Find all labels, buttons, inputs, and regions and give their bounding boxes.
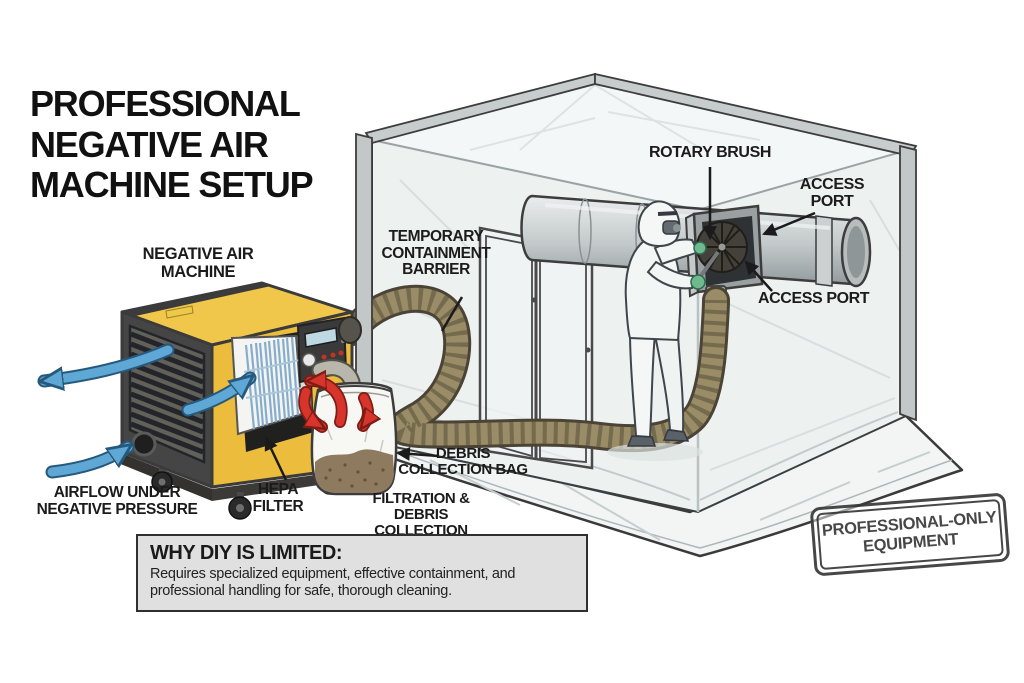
worker-shoe	[662, 429, 690, 442]
worker-shadow	[607, 443, 703, 461]
debris-flow-arrows-red	[298, 381, 368, 433]
label-rotary-brush: ROTARY BRUSH	[648, 144, 772, 161]
label-access-port-top: ACCESS PORT	[799, 176, 865, 211]
access-port-top-pointer	[762, 211, 816, 236]
flex-hose	[338, 284, 730, 453]
worker-glove	[693, 241, 707, 255]
hose-flange	[338, 316, 362, 344]
label-temporary-containment-barrier: TEMPORARY CONTAINMENT BARRIER	[381, 228, 491, 279]
panel-display	[304, 327, 338, 348]
intake-port	[131, 431, 157, 457]
info-box-body: Requires specialized equipment, effectiv…	[150, 566, 516, 600]
containment-pointer	[440, 296, 464, 332]
label-filtration-debris-collection: FILTRATION & DEBRIS COLLECTION	[372, 490, 470, 540]
airflow-arrows-blue	[44, 343, 257, 479]
label-hepa-filter: HEPA FILTER	[252, 481, 304, 515]
debris-into-bag-arrow	[300, 387, 322, 432]
door-zipper-pull	[531, 297, 537, 303]
label-debris-collection-bag: DEBRIS COLLECTION BAG	[398, 445, 528, 479]
collected-debris	[315, 449, 394, 493]
debris-to-filter-arrow	[310, 381, 346, 427]
worker-in-ppe	[607, 200, 720, 461]
stamp-text: PROFESSIONAL-ONLY EQUIPMENT	[816, 498, 1004, 571]
hepa-filter-pointer	[264, 436, 288, 481]
label-airflow-negative-pressure: AIRFLOW UNDER NEGATIVE PRESSURE	[36, 484, 198, 518]
debris-bag-pointer	[395, 446, 439, 461]
panel-knob	[301, 352, 317, 368]
machine-top-trim	[122, 283, 271, 317]
intake-airflow-arrow	[47, 442, 128, 477]
access-port-bottom-pointer	[744, 260, 773, 292]
label-negative-air-machine: NEGATIVE AIR MACHINE	[142, 245, 254, 281]
page-title: PROFESSIONAL NEGATIVE AIR MACHINE SETUP	[30, 83, 314, 206]
containment-frame	[355, 72, 918, 454]
worker-shoe	[626, 435, 657, 447]
debris-into-bag-arrow	[358, 393, 368, 426]
filter-airflow-arrow	[183, 378, 250, 415]
leader-lines	[264, 167, 816, 481]
why-diy-limited-box: WHY DIY IS LIMITED: Requires specialized…	[136, 534, 588, 612]
info-box-heading: WHY DIY IS LIMITED:	[150, 542, 343, 564]
worker-glove	[690, 274, 706, 290]
exhaust-airflow-arrow	[44, 345, 173, 381]
label-access-port-bottom: ACCESS PORT	[758, 290, 870, 307]
machine-badge	[165, 305, 194, 319]
